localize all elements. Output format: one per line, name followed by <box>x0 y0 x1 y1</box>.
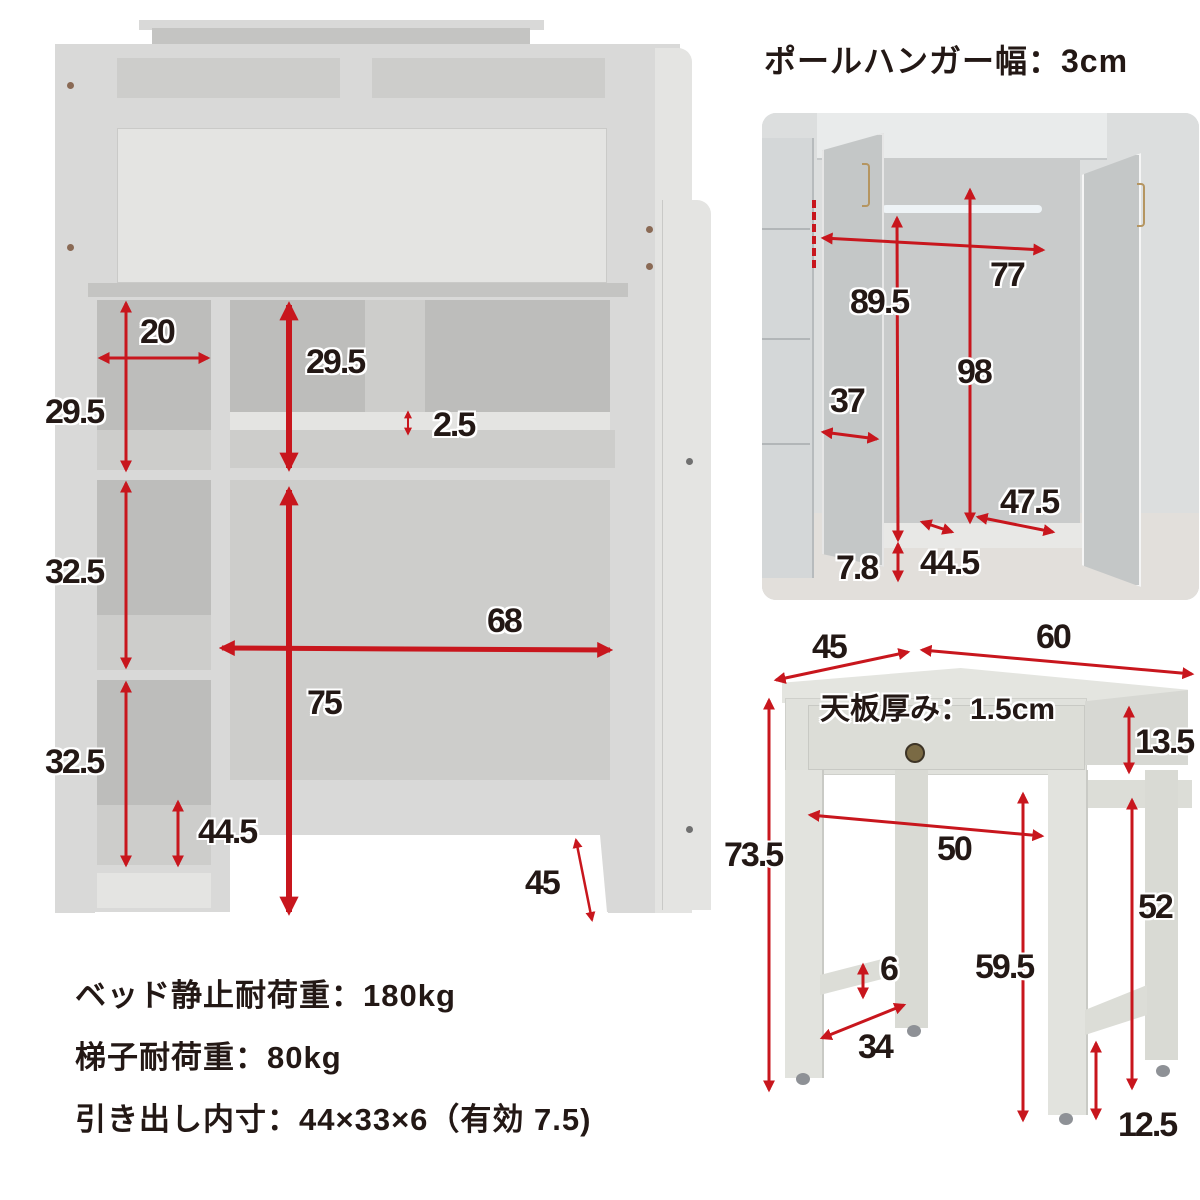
drawer-knob <box>905 743 925 763</box>
desk-modesty-panel <box>230 780 595 835</box>
shelf-cubby-2 <box>97 480 211 615</box>
left-door <box>822 133 884 567</box>
dim-base-height: 7.8 <box>836 549 879 587</box>
bed-guard-center-post <box>340 58 372 100</box>
screw <box>67 82 74 89</box>
left-door-handle <box>862 163 870 207</box>
caster <box>907 1025 921 1037</box>
dim-rail-depth: 34 <box>858 1028 894 1066</box>
bed-top-rail-back <box>139 20 544 30</box>
spec-drawer-inner: 引き出し内寸：44×33×6（有効 7.5) <box>75 1102 592 1137</box>
desk-top <box>218 468 618 478</box>
dim-inner-height: 98 <box>957 353 993 391</box>
shelf-cubby-1 <box>97 300 211 430</box>
wardrobe-floor <box>882 523 1087 548</box>
dim-desk-upper-height: 29.5 <box>306 343 366 381</box>
screw <box>686 458 693 465</box>
dim-shelf-width: 20 <box>140 313 176 351</box>
dim-desk-width: 68 <box>487 602 523 640</box>
desk-leg-front-right <box>1048 770 1088 1115</box>
dim-drawer-height: 13.5 <box>1135 723 1195 761</box>
screw <box>646 226 653 233</box>
drawer-line <box>762 228 810 230</box>
bed-inner-left-post <box>95 58 117 293</box>
dim-desk-total-width: 60 <box>1036 618 1072 656</box>
dim-wardrobe-width: 77 <box>990 256 1026 294</box>
dim-shelf-bottom-height: 44.5 <box>198 813 258 851</box>
desk-back-ledge <box>230 412 610 430</box>
bed-front-rail <box>117 98 607 129</box>
desk-side-rail-right <box>1085 985 1147 1035</box>
dim-desk-inner-width: 50 <box>937 830 973 868</box>
screw <box>67 244 74 251</box>
wardrobe-interior <box>880 158 1080 528</box>
desk-upper-divider <box>365 300 425 412</box>
right-door <box>1082 153 1141 587</box>
desk-back-panel <box>230 480 610 780</box>
screw <box>646 263 653 270</box>
drawer-line <box>762 443 810 445</box>
shelf-base <box>97 873 211 908</box>
dim-hanger-height: 89.5 <box>850 283 910 321</box>
caster <box>796 1073 810 1085</box>
right-door-handle <box>1137 183 1145 227</box>
caster <box>1156 1065 1170 1077</box>
bed-bottom-rail <box>88 283 628 297</box>
dim-desk-height: 73.5 <box>724 836 784 874</box>
dim-shelf-lower-height: 32.5 <box>45 743 105 781</box>
spec-bed-load: ベッド静止耐荷重：180kg <box>75 978 456 1013</box>
drawer-line <box>762 338 810 340</box>
pole-hanger-width-caption: ポールハンガー幅：3cm <box>764 43 1129 79</box>
shelf-cubby-1-floor <box>97 430 211 470</box>
desk-leg-front-left <box>785 770 824 1078</box>
dim-desk-depth: 45 <box>812 628 848 666</box>
dim-bed-depth: 45 <box>525 864 561 902</box>
dim-knee-height: 59.5 <box>975 948 1035 986</box>
shelf-cubby-3-floor <box>97 805 211 865</box>
dim-inner-depth: 44.5 <box>920 544 980 582</box>
dim-shelf-upper-height: 29.5 <box>45 393 105 431</box>
dim-floor-clearance: 12.5 <box>1118 1106 1178 1144</box>
dim-back-ledge: 2.5 <box>433 406 476 444</box>
hanger-pole <box>882 205 1042 213</box>
dim-rail-height: 6 <box>880 950 899 988</box>
shelf-cubby-2-floor <box>97 615 211 670</box>
desk-apron-side <box>1085 690 1188 765</box>
caster <box>1059 1113 1073 1125</box>
dim-shelf-mid-height: 32.5 <box>45 553 105 591</box>
desk-top-thickness: 天板厚み：1.5cm <box>820 693 1056 726</box>
dim-desk-clearance: 75 <box>307 684 343 722</box>
dim-side-height: 52 <box>1138 888 1174 926</box>
shelf-cubby-3 <box>97 680 211 805</box>
chest-of-drawers <box>762 138 814 578</box>
bed-top-rail-front <box>55 44 680 58</box>
desk-leg-back-right <box>1145 770 1178 1060</box>
bed-front-panel <box>117 128 607 283</box>
desk-drawer <box>808 705 1085 770</box>
ladder-rail <box>662 200 711 910</box>
desk-left-leg <box>211 300 230 912</box>
dim-inner-width: 47.5 <box>1000 483 1060 521</box>
screw <box>686 826 693 833</box>
dim-door-depth: 37 <box>830 382 866 420</box>
desk-upper-floor <box>225 430 615 470</box>
desk-leg-back-left <box>895 770 928 1028</box>
spec-ladder-load: 梯子耐荷重：80kg <box>75 1040 342 1075</box>
